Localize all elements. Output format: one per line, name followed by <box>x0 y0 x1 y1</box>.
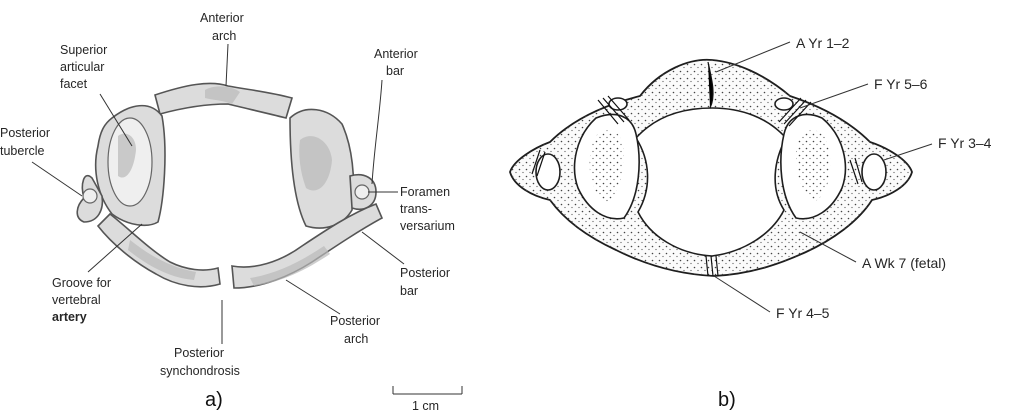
label-f-yr-4-5: F Yr 4–5 <box>776 305 830 321</box>
scale-bar: 1 cm <box>393 386 462 412</box>
label-posterior-bar-line2: bar <box>400 284 418 298</box>
label-groove-line1: Groove for <box>52 276 111 290</box>
label-superior-facet-line3: facet <box>60 77 88 91</box>
label-posterior-arch-line2: arch <box>344 332 368 346</box>
scale-bar-label: 1 cm <box>412 399 439 412</box>
panel-a-labels: Anterior arch Anterior bar Superior arti… <box>0 11 462 412</box>
label-foramen-line1: Foramen <box>400 185 450 199</box>
label-groove-line3: artery <box>52 310 87 324</box>
panel-a-caption: a) <box>205 389 223 411</box>
panel-b-caption: b) <box>718 389 736 411</box>
label-superior-facet-line1: Superior <box>60 43 107 57</box>
label-posterior-tubercle-line1: Posterior <box>0 126 50 140</box>
label-anterior-arch-line1: Anterior <box>200 11 244 25</box>
label-synchondrosis-line1: Posterior <box>174 346 224 360</box>
label-posterior-tubercle-line2: tubercle <box>0 144 45 158</box>
label-posterior-bar-line1: Posterior <box>400 266 450 280</box>
label-anterior-arch-line2: arch <box>212 29 236 43</box>
label-synchondrosis-line2: synchondrosis <box>160 364 240 378</box>
label-posterior-arch-line1: Posterior <box>330 314 380 328</box>
label-superior-facet-line2: articular <box>60 60 104 74</box>
label-a-yr-1-2: A Yr 1–2 <box>796 35 850 51</box>
panel-a-illustration <box>77 83 382 288</box>
label-foramen-line3: versarium <box>400 219 455 233</box>
label-anterior-bar-line2: bar <box>386 64 404 78</box>
label-groove-line2: vertebral <box>52 293 101 307</box>
panel-b-illustration <box>510 60 912 276</box>
label-anterior-bar-line1: Anterior <box>374 47 418 61</box>
label-foramen-line2: trans- <box>400 202 432 216</box>
label-f-yr-5-6: F Yr 5–6 <box>874 76 928 92</box>
label-f-yr-3-4: F Yr 3–4 <box>938 135 992 151</box>
label-a-wk-7: A Wk 7 (fetal) <box>862 255 946 271</box>
